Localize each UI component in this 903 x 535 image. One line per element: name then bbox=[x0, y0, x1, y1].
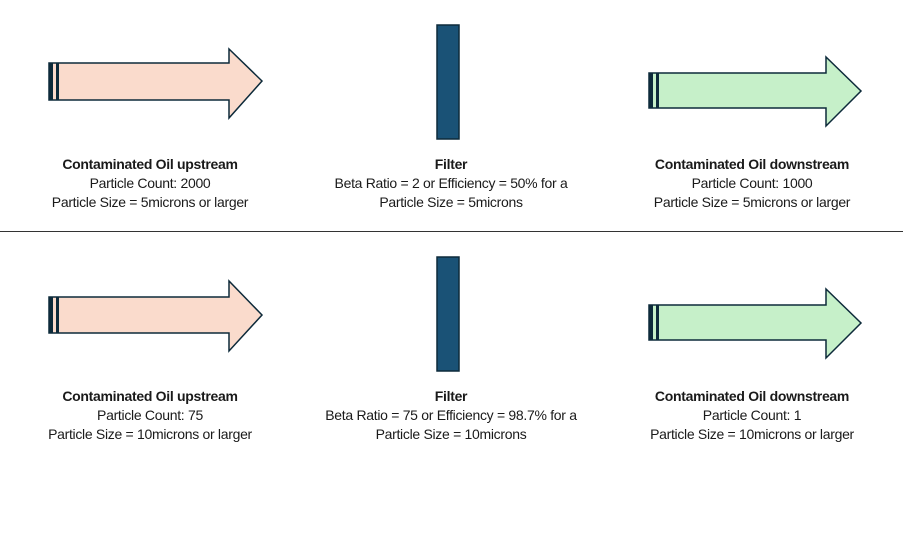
filter-element-row1 bbox=[436, 24, 460, 140]
downstream-caption-row2: Contaminated Oil downstream Particle Cou… bbox=[622, 387, 882, 444]
downstream-title: Contaminated Oil downstream bbox=[654, 388, 850, 404]
arrow-tail-band bbox=[49, 63, 53, 100]
upstream-title: Contaminated Oil upstream bbox=[62, 388, 238, 404]
arrow-tail-band bbox=[49, 297, 53, 333]
upstream-arrow-body bbox=[48, 279, 264, 353]
upstream-arrow-row2 bbox=[48, 279, 264, 353]
upstream-caption-row1: Contaminated Oil upstream Particle Count… bbox=[20, 155, 280, 212]
upstream-count: Particle Count: 2000 bbox=[89, 175, 211, 191]
filter-beta-ratio: Beta Ratio = 75 or Efficiency = 98.7% fo… bbox=[325, 407, 577, 423]
downstream-caption-row1: Contaminated Oil downstream Particle Cou… bbox=[622, 155, 882, 212]
downstream-arrow-body bbox=[648, 287, 863, 360]
arrow-tail-band bbox=[56, 63, 59, 100]
arrow-tail-band bbox=[56, 297, 59, 333]
downstream-arrow-body bbox=[648, 55, 863, 128]
upstream-count: Particle Count: 75 bbox=[97, 407, 203, 423]
filter-title: Filter bbox=[434, 388, 468, 404]
downstream-count: Particle Count: 1 bbox=[702, 407, 802, 423]
upstream-title: Contaminated Oil upstream bbox=[62, 156, 238, 172]
filter-caption-row2: Filter Beta Ratio = 75 or Efficiency = 9… bbox=[300, 387, 602, 444]
upstream-size: Particle Size = 10microns or larger bbox=[48, 426, 252, 442]
filter-title: Filter bbox=[434, 156, 468, 172]
arrow-tail-band bbox=[649, 305, 653, 340]
upstream-caption-row2: Contaminated Oil upstream Particle Count… bbox=[20, 387, 280, 444]
filter-particle-size: Particle Size = 5microns bbox=[379, 194, 523, 210]
downstream-arrow-row2 bbox=[648, 287, 863, 360]
upstream-size: Particle Size = 5microns or larger bbox=[51, 194, 249, 210]
upstream-arrow-body bbox=[48, 47, 264, 120]
downstream-size: Particle Size = 5microns or larger bbox=[653, 194, 851, 210]
arrow-tail-band bbox=[656, 305, 659, 340]
upstream-arrow-row1 bbox=[48, 47, 264, 120]
filter-particle-size: Particle Size = 10microns bbox=[375, 426, 527, 442]
arrow-tail-band bbox=[649, 73, 653, 108]
filter-beta-ratio: Beta Ratio = 2 or Efficiency = 50% for a bbox=[334, 175, 568, 191]
downstream-count: Particle Count: 1000 bbox=[691, 175, 813, 191]
row-divider bbox=[0, 231, 903, 232]
arrow-tail-band bbox=[656, 73, 659, 108]
filter-caption-row1: Filter Beta Ratio = 2 or Efficiency = 50… bbox=[300, 155, 602, 212]
filter-element-row2 bbox=[436, 256, 460, 372]
downstream-size: Particle Size = 10microns or larger bbox=[650, 426, 854, 442]
downstream-title: Contaminated Oil downstream bbox=[654, 156, 850, 172]
downstream-arrow-row1 bbox=[648, 55, 863, 128]
